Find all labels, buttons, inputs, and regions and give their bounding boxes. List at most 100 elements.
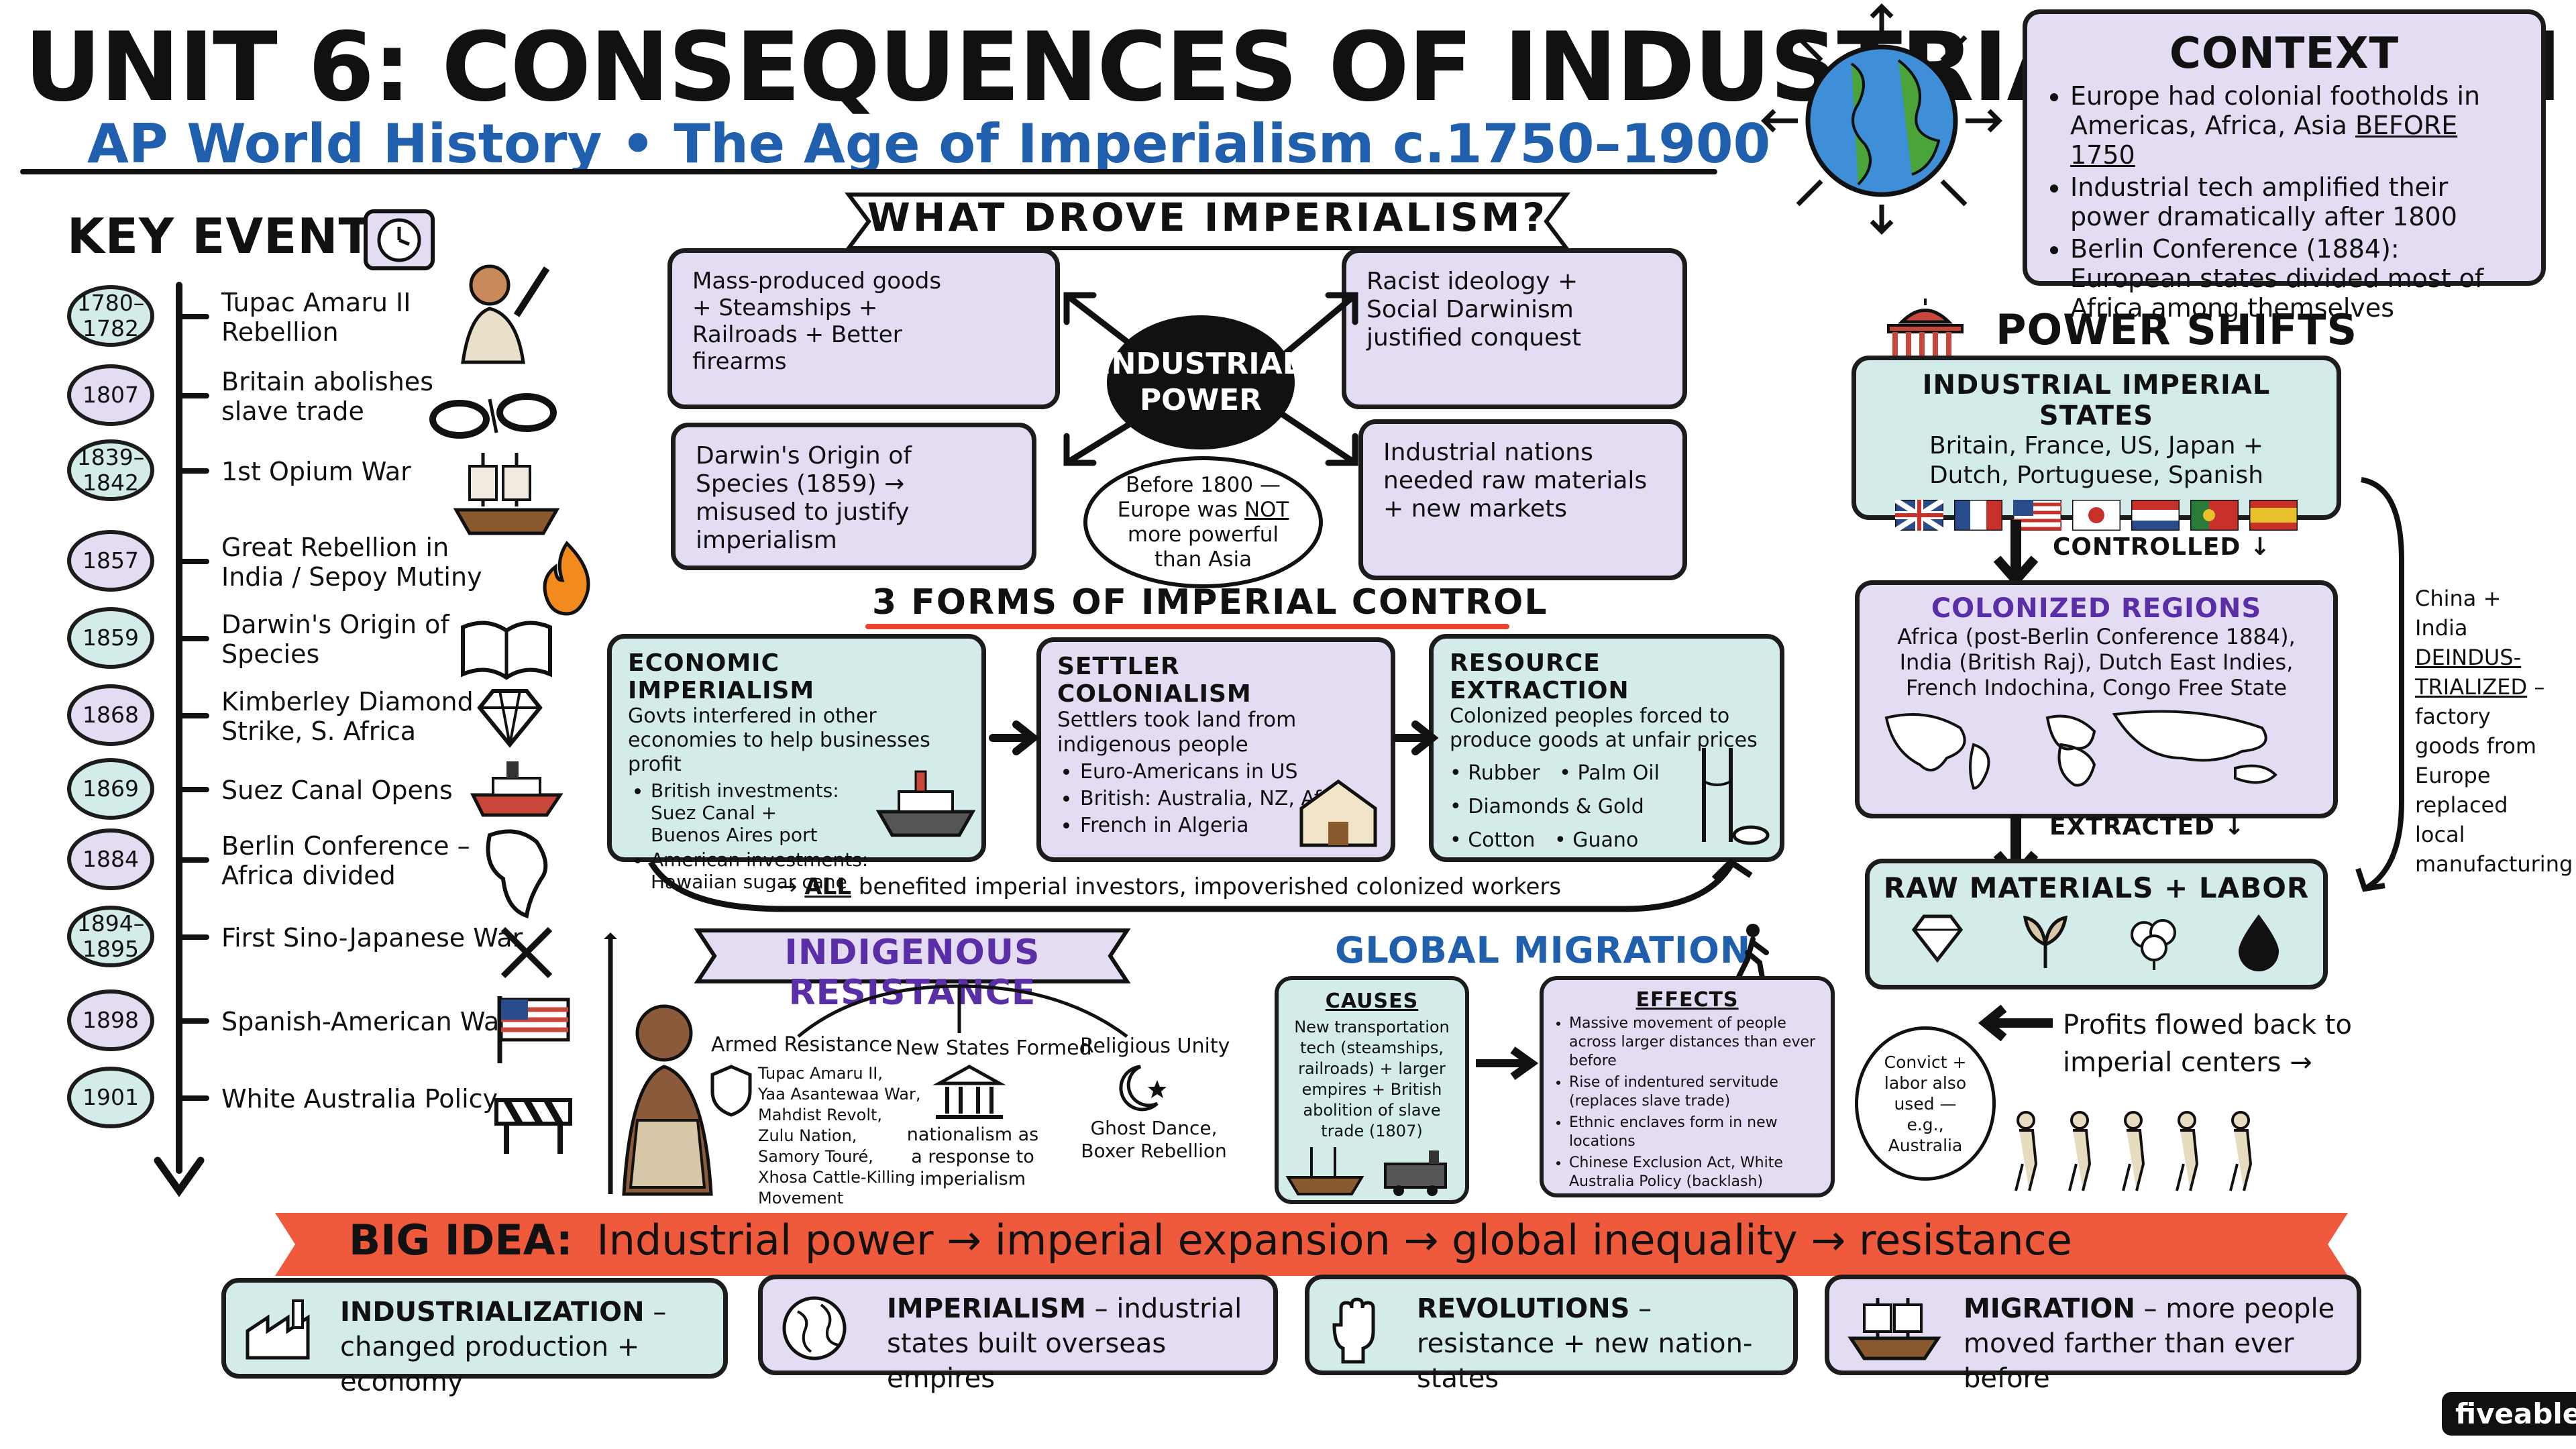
shield-icon <box>710 1065 752 1117</box>
event-label: White Australia Policy <box>221 1084 498 1114</box>
flags-row <box>1870 500 2323 531</box>
migration-causes-arrow <box>1476 1046 1539 1080</box>
event-date-pill: 1868 <box>67 684 154 746</box>
profits-arrow <box>1978 1004 2053 1042</box>
drove-heading: WHAT DROVE IMPERIALISM? <box>867 195 1548 240</box>
colonized-regions-list: Africa (post-Berlin Conference 1884), In… <box>1897 624 2296 700</box>
armed-resistance-title: Armed Resistance <box>711 1033 893 1057</box>
forms-heading: 3 FORMS OF IMPERIAL CONTROL <box>872 582 1548 623</box>
summary-box-revolutions: REVOLUTIONS – resistance + new nation-st… <box>1305 1275 1798 1394</box>
settler-colonialism-box: SETTLER COLONIALISM Settlers took land f… <box>1036 637 1395 862</box>
resistance-heading: INDIGENOUS RESISTANCE <box>784 932 1040 1013</box>
big-idea-text: BIG IDEA: Industrial power → imperial ex… <box>349 1216 2072 1265</box>
fiveable-logo[interactable]: fiveable <box>2442 1392 2576 1436</box>
new-states-title: New States Formed <box>896 1036 1092 1060</box>
power-shifts-heading: POWER SHIFTS <box>1996 305 2358 354</box>
forms-footer-text: → ALL benefited imperial investors, impo… <box>778 873 1562 900</box>
summary-box-industrialization: INDUSTRIALIZATION – changed production +… <box>221 1278 728 1397</box>
settler-colonialism-desc: Settlers took land from indigenous peopl… <box>1057 708 1297 757</box>
raw-materials-title: RAW MATERIALS + LABOR <box>1883 871 2310 904</box>
timeline-tick <box>176 787 209 792</box>
context-bullet-3: Berlin Conference (1884): European state… <box>2070 234 2521 323</box>
netherlands-flag-icon <box>2131 500 2180 531</box>
raw-materials-box: RAW MATERIALS + LABOR <box>1865 859 2328 989</box>
summary-desc-4: – more people moved farther than ever be… <box>1964 1293 2335 1394</box>
oil-drop-icon <box>2239 914 2279 971</box>
migration-effect-item: Chinese Exclusion Act, White Australia P… <box>1569 1154 1820 1191</box>
broken-chain-icon <box>429 393 557 439</box>
spain-flag-icon <box>2249 500 2298 531</box>
event-label: 1st Opium War <box>221 457 411 486</box>
controlled-arrow <box>1993 520 2039 587</box>
migration-effect-item: Ethnic enclaves form in new locations <box>1569 1114 1820 1151</box>
economic-imperialism-box: ECONOMIC IMPERIALISM Govts interfered in… <box>607 634 986 893</box>
rubber-tree-icon <box>1702 748 1770 845</box>
france-flag-icon <box>1954 500 2002 531</box>
timeline-tick <box>176 559 209 564</box>
migration-heading: GLOBAL MIGRATION <box>1335 929 1752 971</box>
event-date-pill: 1894– 1895 <box>67 906 154 967</box>
globe-small-icon <box>782 1296 847 1360</box>
summary-title-4: MIGRATION <box>1964 1293 2135 1324</box>
rebel-figure-icon <box>461 264 550 364</box>
cotton-icon <box>2130 919 2176 970</box>
raised-fist-icon <box>1332 1297 1375 1364</box>
event-label: Tupac Amaru II Rebellion <box>221 288 411 347</box>
event-label: Great Rebellion in India / Sepoy Mutiny <box>221 533 482 592</box>
event-label: Spanish-American War <box>221 1007 510 1036</box>
economic-imperialism-title: ECONOMIC IMPERIALISM <box>628 649 815 704</box>
resource-extraction-box: RESOURCE EXTRACTION Colonized peoples fo… <box>1429 634 1784 862</box>
resource-extraction-desc: Colonized peoples forced to produce good… <box>1450 704 1758 752</box>
context-box: CONTEXT Europe had colonial footholds in… <box>2023 9 2546 323</box>
event-label: Darwin's Origin of Species <box>221 610 449 669</box>
new-states-desc: nationalism as a response to imperialism <box>906 1124 1039 1189</box>
timeline-arrowhead <box>154 1157 205 1197</box>
religious-unity-title: Religious Unity <box>1080 1034 1230 1058</box>
crescent-star-icon <box>1119 1065 1167 1112</box>
page-subtitle: AP World History • The Age of Imperialis… <box>87 113 1771 175</box>
migration-effect-item: Massive movement of people across larger… <box>1569 1014 1820 1071</box>
clock-icon <box>364 209 435 270</box>
drove-box-darwin: Darwin's Origin of Species (1859) → misu… <box>671 423 1036 570</box>
cargo-ship-icon <box>875 770 976 837</box>
migration-effects-list: Massive movement of people across larger… <box>1554 1014 1820 1191</box>
forms-arrows <box>989 720 1439 755</box>
fire-icon <box>543 541 590 616</box>
migration-causes-title: CAUSES <box>1325 989 1419 1013</box>
economic-bullet-1: British investments: Suez Canal + Buenos… <box>651 780 892 846</box>
drove-box-darwin-text: Darwin's Origin of Species (1859) → misu… <box>696 442 912 554</box>
religious-unity-desc: Ghost Dance, Boxer Rebellion <box>1081 1117 1227 1162</box>
event-date-pill: 1780– 1782 <box>67 285 154 347</box>
event-label: Kimberley Diamond Strike, S. Africa <box>221 687 474 746</box>
colonized-regions-title: COLONIZED REGIONS <box>1931 593 2262 624</box>
summary-desc-3: – resistance + new nation-states <box>1417 1293 1753 1394</box>
key-events-heading: KEY EVENTS <box>67 208 408 264</box>
deindustrialized-bracket <box>2355 477 2404 892</box>
government-building-icon <box>932 1065 1006 1119</box>
plant-hand-icon <box>2023 915 2068 968</box>
industrial-states-title: INDUSTRIAL IMPERIAL STATES <box>1922 370 2271 431</box>
farmhouse-icon <box>1299 779 1377 847</box>
settler-colonialism-title: SETTLER COLONIALISM <box>1057 653 1252 708</box>
us-flag-small-icon <box>2013 500 2061 531</box>
profits-note: Profits flowed back to imperial centers … <box>2063 1010 2352 1078</box>
title-underline <box>20 169 1717 174</box>
globe-icon <box>1761 3 2002 235</box>
drove-box-technology: Mass-produced goods + Steamships + Railr… <box>667 248 1060 409</box>
timeline-tick <box>176 314 209 319</box>
sailing-ship-icon <box>453 453 560 535</box>
event-date-pill: 1859 <box>67 607 154 669</box>
resource-extraction-title: RESOURCE EXTRACTION <box>1450 649 1629 704</box>
summary-box-imperialism: IMPERIALISM – industrial states built ov… <box>758 1275 1278 1394</box>
summary-box-migration: MIGRATION – more people moved farther th… <box>1825 1275 2361 1394</box>
colonized-regions-box: COLONIZED REGIONS Africa (post-Berlin Co… <box>1855 580 2338 818</box>
timeline-tick <box>176 468 209 474</box>
forms-heading-underline <box>865 624 1509 629</box>
controlled-label: CONTROLLED ↓ <box>2053 533 2271 561</box>
industrial-power-circle: INDUSTRIAL POWER <box>1100 315 1301 449</box>
drove-box-ideology-text: Racist ideology + Social Darwinism justi… <box>1366 268 1582 352</box>
africa-map-icon <box>486 829 548 918</box>
migration-effects-title: EFFECTS <box>1635 988 1739 1012</box>
economic-imperialism-desc: Govts interfered in other economies to h… <box>628 704 930 776</box>
forms-footer-curve <box>648 859 1753 912</box>
